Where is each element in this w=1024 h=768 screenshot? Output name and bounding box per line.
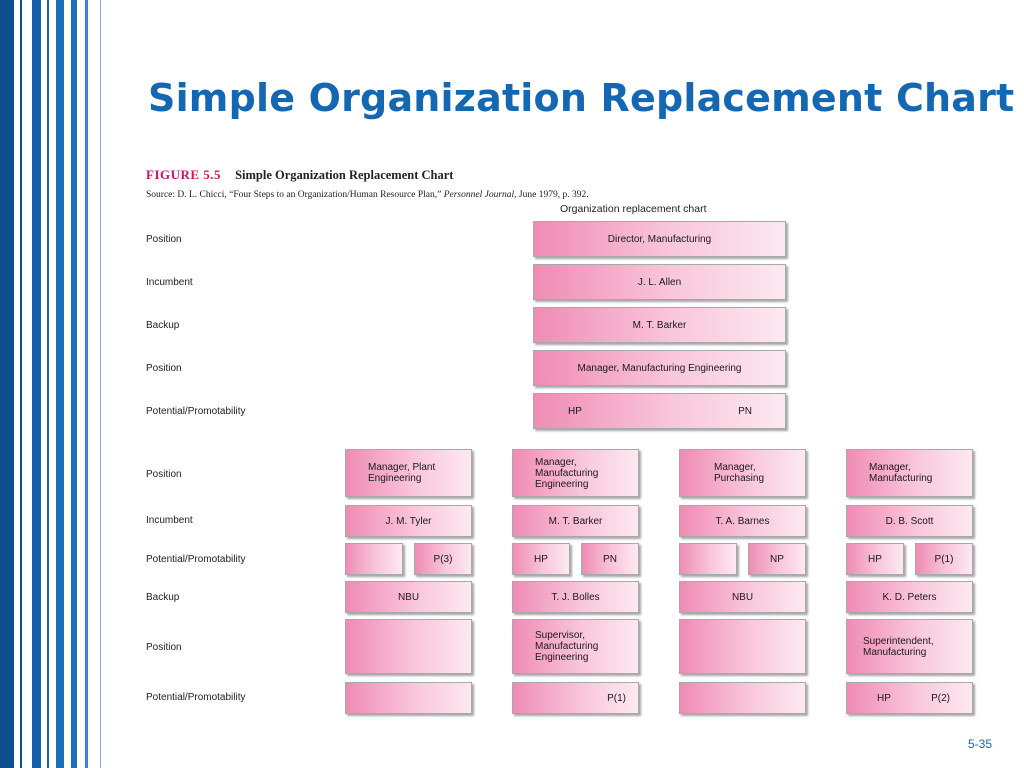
decor-bar [32, 0, 41, 768]
col2-potential-left-box: HP [512, 543, 570, 575]
row-label-position: Position [146, 469, 182, 480]
col2-backup-text: T. J. Bolles [551, 591, 600, 603]
col1-incumbent-box: J. M. Tyler [345, 505, 472, 537]
row-label-position: Position [146, 234, 182, 245]
col2-potential-left: HP [534, 553, 548, 565]
row-label-position: Position [146, 363, 182, 374]
top-position-box: Director, Manufacturing [533, 221, 786, 257]
col3-backup-potential-box [679, 682, 806, 714]
col3-position-box: Manager, Purchasing [679, 449, 806, 497]
col4-backup-potential-left: HP [877, 692, 891, 704]
row-label-backup: Backup [146, 320, 180, 331]
source-suffix: June 1979, p. 392. [518, 190, 589, 200]
row-label-incumbent: Incumbent [146, 515, 193, 526]
source-journal: Personnel Journal, [443, 190, 517, 200]
col2-incumbent-box: M. T. Barker [512, 505, 639, 537]
chart-label: Organization replacement chart [560, 203, 707, 215]
col3-potential-right-box: NP [748, 543, 806, 575]
col3-incumbent-box: T. A. Barnes [679, 505, 806, 537]
top-backup-position-text: Manager, Manufacturing Engineering [577, 362, 742, 374]
col3-position-text: Manager, Purchasing [714, 462, 765, 484]
decor-bar [47, 0, 49, 768]
col4-potential-left-box: HP [846, 543, 904, 575]
top-incumbent-box: J. L. Allen [533, 264, 786, 300]
col3-potential-left-box [679, 543, 737, 575]
source-prefix: Source: D. L. Chicci, “Four Steps to an … [146, 190, 442, 200]
slide-title: Simple Organization Replacement Chart [148, 76, 1015, 120]
col3-incumbent-text: T. A. Barnes [715, 515, 770, 527]
col4-position-text: Manager, Manufacturing [869, 462, 933, 484]
col2-backup-position-text: Supervisor, Manufacturing Engineering [535, 630, 599, 663]
col4-incumbent-text: D. B. Scott [885, 515, 934, 527]
top-potential-box: HP PN [533, 393, 786, 429]
top-incumbent-text: J. L. Allen [637, 276, 682, 288]
col2-potential-right-box: PN [581, 543, 639, 575]
decor-bar [71, 0, 77, 768]
top-backup-text: M. T. Barker [632, 319, 687, 331]
decor-bar [56, 0, 64, 768]
col2-position-box: Manager, Manufacturing Engineering [512, 449, 639, 497]
figure-heading: FIGURE 5.5 Simple Organization Replacemen… [146, 166, 453, 184]
figure-number: FIGURE 5.5 [146, 167, 222, 182]
col4-backup-position-text: Superintendent, Manufacturing [863, 635, 934, 658]
col4-potential-right: P(1) [934, 553, 954, 565]
col2-backup-position-box: Supervisor, Manufacturing Engineering [512, 619, 639, 674]
col2-backup-box: T. J. Bolles [512, 581, 639, 613]
row-label-incumbent: Incumbent [146, 277, 193, 288]
col4-backup-potential-right: P(2) [931, 692, 950, 704]
col3-potential-right: NP [770, 553, 784, 565]
col1-position-box: Manager, Plant Engineering [345, 449, 472, 497]
col1-backup-position-box [345, 619, 472, 674]
col2-backup-potential-right: P(1) [607, 692, 626, 704]
col1-backup-text: NBU [397, 591, 420, 603]
col1-potential-left-box [345, 543, 403, 575]
top-position-text: Director, Manufacturing [607, 233, 712, 245]
col2-potential-right: PN [603, 553, 617, 565]
col3-backup-box: NBU [679, 581, 806, 613]
col4-backup-text: K. D. Peters [882, 591, 937, 603]
col2-position-text: Manager, Manufacturing Engineering [535, 456, 599, 490]
row-label-backup: Backup [146, 592, 180, 603]
figure-source: Source: D. L. Chicci, “Four Steps to an … [146, 190, 589, 200]
top-backup-position-box: Manager, Manufacturing Engineering [533, 350, 786, 386]
col4-backup-position-box: Superintendent, Manufacturing [846, 619, 973, 674]
col1-position-text: Manager, Plant Engineering [368, 462, 436, 484]
row-label-position: Position [146, 642, 182, 653]
col1-incumbent-text: J. M. Tyler [385, 515, 432, 527]
col1-potential-right-box: P(3) [414, 543, 472, 575]
top-backup-box: M. T. Barker [533, 307, 786, 343]
col4-potential-right-box: P(1) [915, 543, 973, 575]
col3-backup-text: NBU [731, 591, 754, 603]
col4-incumbent-box: D. B. Scott [846, 505, 973, 537]
page-number: 5-35 [968, 737, 993, 751]
col2-backup-potential-box: P(1) [512, 682, 639, 714]
decor-bar [85, 0, 88, 768]
col4-backup-potential-box: HP P(2) [846, 682, 973, 714]
col4-potential-left: HP [868, 553, 882, 565]
col1-potential-right: P(3) [433, 553, 453, 565]
decor-bar [0, 0, 14, 768]
col4-position-box: Manager, Manufacturing [846, 449, 973, 497]
top-potential-right: PN [738, 405, 752, 417]
decor-bar [20, 0, 22, 768]
figure-title: Simple Organization Replacement Chart [235, 168, 454, 182]
top-potential-left: HP [568, 405, 582, 417]
col4-backup-box: K. D. Peters [846, 581, 973, 613]
col2-incumbent-text: M. T. Barker [548, 515, 603, 527]
row-label-potential: Potential/Promotability [146, 554, 246, 565]
decor-bar [100, 0, 101, 768]
row-label-potential: Potential/Promotability [146, 692, 246, 703]
col3-backup-position-box [679, 619, 806, 674]
col1-backup-box: NBU [345, 581, 472, 613]
row-label-potential: Potential/Promotability [146, 406, 246, 417]
col1-backup-potential-box [345, 682, 472, 714]
